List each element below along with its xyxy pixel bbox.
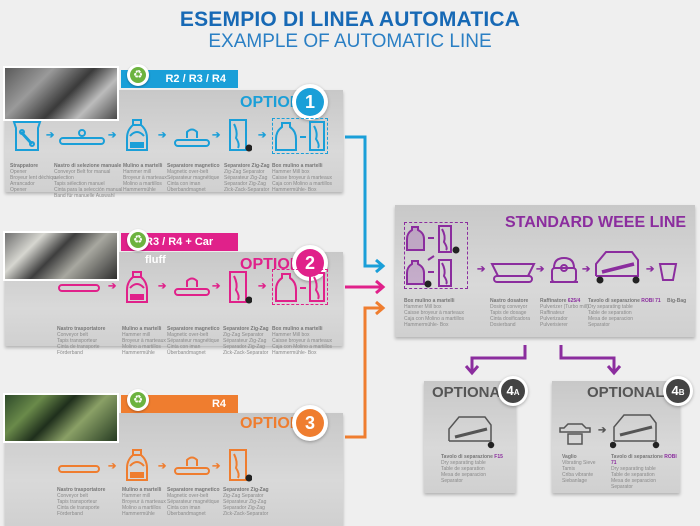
option-2-tag: R3 / R4 + Car fluff [121, 233, 238, 266]
recycle-icon: ♻ [127, 229, 149, 251]
manual-selection-conveyor-icon [59, 129, 105, 145]
option-1-label: OPTION [240, 94, 302, 111]
option-3-number-badge: 3 [292, 405, 328, 441]
flow-arrow-icon: ➔ [158, 461, 167, 472]
optional-4b-title: OPTIONAL [587, 384, 665, 401]
zigzag-separator-icon [229, 119, 252, 152]
hammer-mill-box-dashed [272, 118, 328, 154]
hammer-mill-box-dashed [272, 269, 328, 305]
connector-to-optional-4b [559, 345, 622, 376]
recycle-icon: ♻ [127, 389, 149, 411]
flow-arrow-icon: ➔ [212, 130, 221, 141]
hammer-mill-icon [126, 119, 148, 151]
vibrating-sieve-icon [559, 423, 591, 445]
flow-arrow-icon: ➔ [158, 130, 167, 141]
recycle-icon: ♻ [127, 64, 149, 86]
flow-arrow-icon: ➔ [108, 281, 117, 292]
flow-arrow-icon: ➔ [212, 281, 221, 292]
optional-4a-badge: 4A [498, 376, 528, 406]
optional-4b-badge: 4B [663, 376, 693, 406]
hammer-mill-box-icon [275, 272, 325, 302]
page-title: ESEMPIO DI LINEA AUTOMATICA [179, 8, 521, 31]
option-2-number-badge: 2 [292, 245, 328, 281]
magnetic-separator-icon [174, 277, 210, 296]
option-1-tag: R2 / R3 / R4 [121, 70, 238, 88]
standard-step-5-text: Big-Bag [667, 298, 687, 304]
magnetic-separator-icon [174, 128, 210, 147]
flow-arrow-icon: ➔ [258, 130, 267, 141]
page-subtitle: EXAMPLE OF AUTOMATIC LINE [208, 31, 492, 52]
separating-table-icon [595, 251, 640, 284]
flow-arrow-icon: ➔ [598, 425, 607, 436]
optional-4b-panel [552, 381, 680, 493]
flow-arrow-icon: ➔ [108, 130, 117, 141]
option-3-photo [3, 393, 119, 443]
connector-to-optional-4a [464, 345, 527, 376]
zigzag-separator-icon [229, 449, 252, 482]
separating-table-icon [610, 414, 660, 449]
flow-arrow-icon: ➔ [212, 461, 221, 472]
hammer-mill-box-icon [406, 225, 460, 288]
connector-option2 [345, 279, 386, 295]
flow-arrow-icon: ➔ [477, 264, 486, 275]
option-1-photo [3, 66, 119, 121]
hammer-mill-icon [126, 271, 148, 303]
dosing-conveyor-icon [490, 263, 536, 283]
magnetic-separator-icon [174, 456, 210, 475]
flow-arrow-icon: ➔ [258, 281, 267, 292]
standard-mill-box-dashed [404, 222, 468, 289]
connector-option3 [345, 300, 386, 439]
flow-arrow-icon: ➔ [536, 264, 545, 275]
pulverizer-icon [550, 256, 578, 283]
option-3-label: OPTION [240, 415, 302, 432]
hammer-mill-icon [126, 449, 148, 481]
separating-table-icon [448, 416, 495, 449]
flow-arrow-icon: ➔ [158, 281, 167, 292]
opener-icon [12, 121, 42, 151]
connector-option1 [345, 135, 386, 274]
flow-arrow-icon: ➔ [46, 130, 55, 141]
flow-arrow-icon: ➔ [646, 264, 655, 275]
hammer-mill-box-icon [275, 121, 325, 151]
big-bag-icon [658, 263, 678, 281]
zigzag-separator-icon [229, 271, 252, 304]
conveyor-belt-icon [58, 465, 100, 473]
conveyor-belt-icon [58, 284, 100, 292]
option-1-number-badge: 1 [292, 84, 328, 120]
flow-arrow-icon: ➔ [108, 461, 117, 472]
flow-arrow-icon: ➔ [582, 264, 591, 275]
optional-4a-title: OPTIONAL [432, 384, 510, 401]
option-3-tag: R4 [121, 395, 238, 413]
option-2-label: OPTION [240, 256, 302, 273]
option-2-photo [3, 231, 119, 281]
standard-weee-title: STANDARD WEEE LINE [505, 214, 687, 231]
